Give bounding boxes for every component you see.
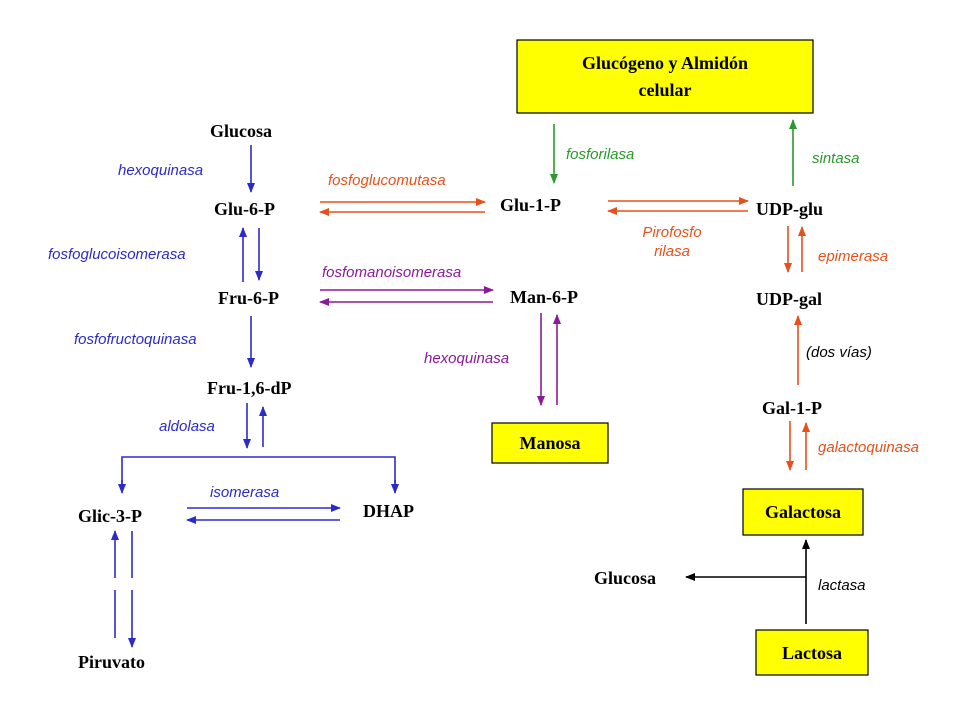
isomerasa-label: isomerasa [210, 484, 279, 501]
glucogeno-almidon-box [516, 39, 814, 114]
piruvato-label: Piruvato [78, 652, 145, 672]
glu-1-p-label: Glu-1-P [500, 195, 561, 215]
galactosa-label: Galactosa [765, 502, 841, 522]
sintasa-label: sintasa [812, 150, 860, 167]
pirofosforilasa-label-line1: Pirofosfo [642, 224, 701, 241]
fosfoglucomutasa-label: fosfoglucomutasa [328, 172, 446, 189]
hexoquinasa-manosa-label: hexoquinasa [424, 350, 509, 367]
glucosa-bottom-label: Glucosa [594, 568, 656, 588]
lactasa-label: lactasa [818, 577, 866, 594]
aldolasa-split-line [121, 456, 396, 488]
fosfoglucoisomerasa-label: fosfoglucoisomerasa [48, 246, 186, 263]
fosforilasa-label: fosforilasa [566, 146, 634, 163]
udp-gal-label: UDP-gal [756, 289, 822, 309]
manosa-box [491, 422, 609, 464]
glucosa-top-label: Glucosa [210, 121, 272, 141]
manosa-label: Manosa [519, 433, 580, 453]
hexoquinasa-top-label: hexoquinasa [118, 162, 203, 179]
gal-1-p-label: Gal-1-P [762, 398, 822, 418]
lactosa-box [755, 629, 869, 676]
dos-vias-label: (dos vías) [806, 344, 872, 361]
epimerasa-label: epimerasa [818, 248, 888, 265]
lactosa-label: Lactosa [782, 643, 842, 663]
fosfofructoquinasa-label: fosfofructoquinasa [74, 331, 197, 348]
galactoquinasa-label: galactoquinasa [818, 439, 919, 456]
galactosa-box [742, 488, 864, 536]
glucogeno-almidon-label-line1: Glucógeno y Almidón [582, 53, 748, 73]
pirofosforilasa-label-line2: rilasa [654, 243, 690, 260]
man-6-p-label: Man-6-P [510, 287, 578, 307]
dhap-label: DHAP [363, 501, 414, 521]
udp-glu-label: UDP-glu [756, 199, 823, 219]
fosfomanoisomerasa-label: fosfomanoisomerasa [322, 264, 461, 281]
aldolasa-label: aldolasa [159, 418, 215, 435]
fru-6-p-label: Fru-6-P [218, 288, 279, 308]
glic-3-p-label: Glic-3-P [78, 506, 142, 526]
glucogeno-almidon-label-line2: celular [639, 80, 692, 100]
glu-6-p-label: Glu-6-P [214, 199, 275, 219]
fru-1-6-dp-label: Fru-1,6-dP [207, 378, 292, 398]
